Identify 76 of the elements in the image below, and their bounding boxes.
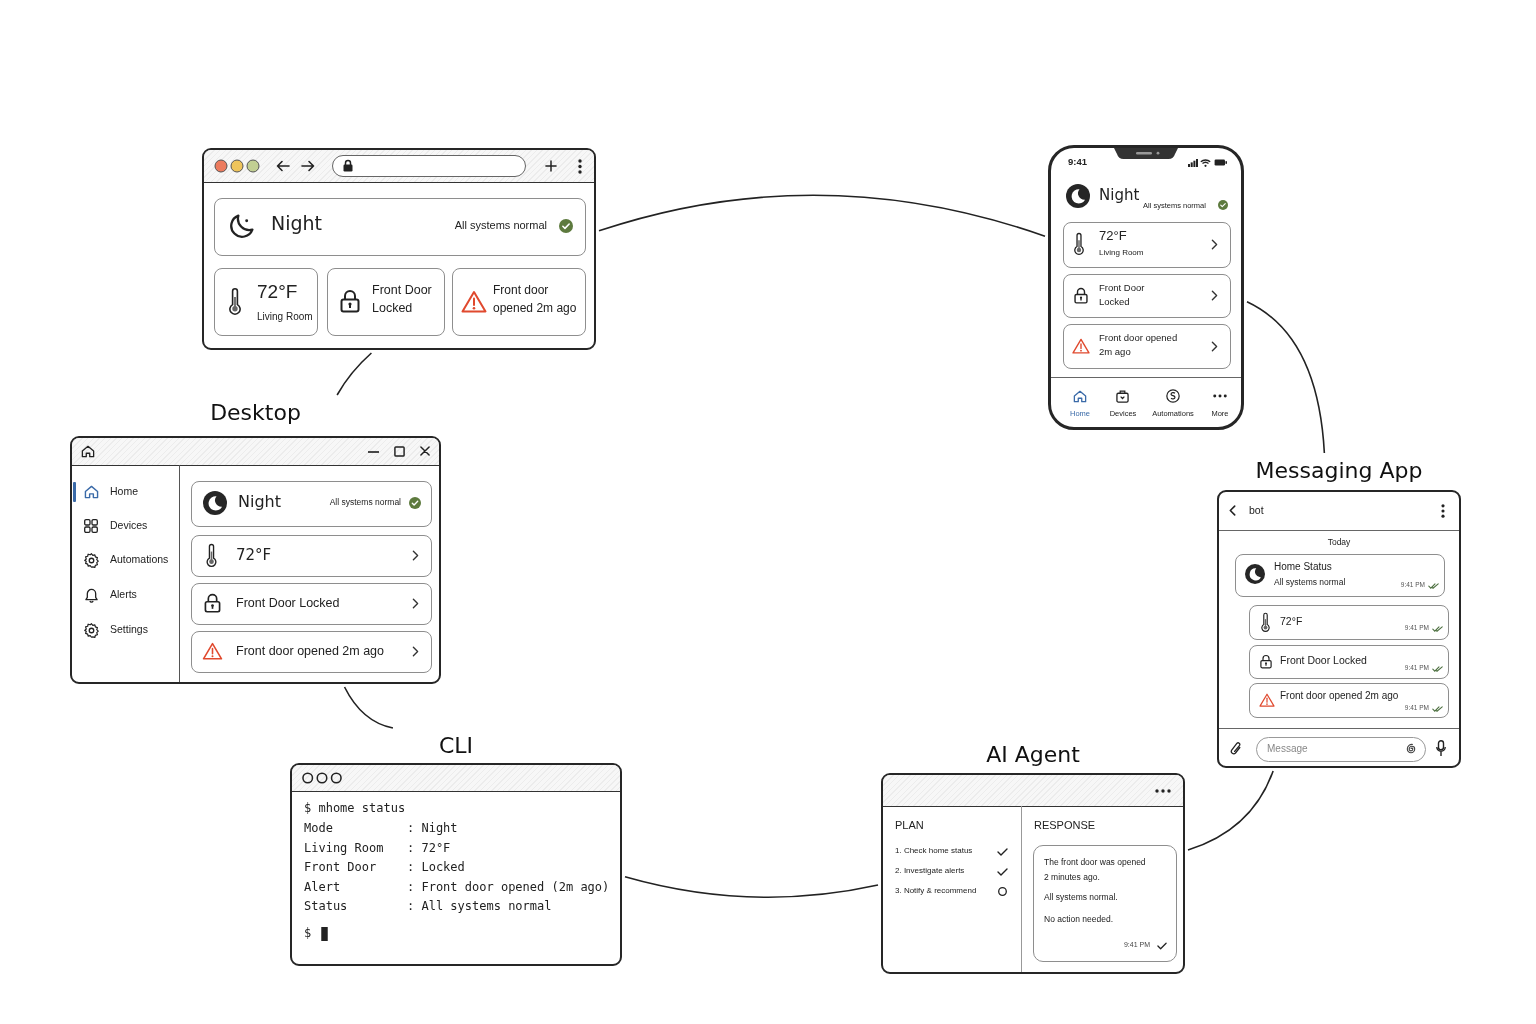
connector-line [343, 686, 394, 729]
mode-title: Night [1099, 186, 1140, 204]
nav-label: Home [110, 485, 138, 498]
output-value: : 72°F [407, 840, 451, 855]
nav-label: Devices [110, 519, 148, 532]
connector-line [624, 875, 879, 898]
message-text: 72°F [1280, 615, 1303, 628]
section-heading: AI Agent [986, 742, 1080, 769]
nav-label: Settings [110, 623, 148, 636]
alert-card [1063, 324, 1231, 369]
status-card [191, 481, 432, 527]
alert-card [452, 268, 586, 336]
info-card [191, 583, 432, 625]
message-text: All systems normal [1274, 577, 1346, 588]
alert-card [191, 631, 432, 673]
info-card [327, 268, 445, 336]
output-value: : Night [407, 821, 458, 836]
message-bubble [1249, 683, 1449, 718]
location-text: Living Room [1099, 248, 1144, 258]
section-heading: Desktop [210, 400, 301, 427]
temperature-text: 72°F [257, 281, 298, 304]
temperature-text: 72°F [236, 546, 272, 564]
device-status-text: Front Door Locked [236, 596, 340, 611]
message-bubble [1249, 605, 1449, 640]
info-card [191, 535, 432, 577]
output-value: : Front door opened (2m ago) [407, 879, 610, 894]
subtitle-text: bot [1249, 504, 1264, 517]
response-card [1033, 845, 1177, 962]
message-bubble [1249, 645, 1449, 679]
message-bubble [1235, 554, 1445, 597]
alert-text: Front door opened 2m ago [1099, 331, 1179, 359]
prompt-text: $ [304, 926, 312, 941]
info-card [1063, 222, 1231, 268]
status-text: All systems normal [454, 219, 547, 233]
alert-text: Front door opened 2m ago [493, 282, 578, 317]
temperature-text: 72°F [1099, 228, 1127, 244]
connector-line [1187, 770, 1274, 851]
message-text: Front door opened 2m ago [1280, 690, 1399, 702]
mode-title: Night [238, 492, 281, 512]
plan-step: 1. Check home status [895, 846, 973, 856]
status-text: All systems normal [329, 497, 401, 508]
response-text: All systems normal. [1044, 892, 1118, 903]
section-heading: CLI [438, 733, 474, 760]
alert-text: Front door opened 2m ago [236, 644, 385, 659]
connector-line [336, 352, 373, 396]
section-label: PLAN [895, 819, 924, 833]
connector-line [598, 194, 1046, 237]
nav-label: Alerts [110, 588, 137, 601]
plan-step: 2. Investigate alerts [895, 866, 965, 876]
response-text: The front door was opened 2 minutes ago. [1044, 856, 1147, 884]
mode-title: Night [271, 212, 323, 235]
output-key: Living Room [304, 840, 384, 855]
info-card [1063, 274, 1231, 318]
section-heading: Messaging App [1255, 458, 1423, 485]
output-key: Front Door [304, 860, 377, 875]
response-text: No action needed. [1044, 914, 1113, 925]
device-status-text: Front Door Locked [372, 282, 433, 317]
output-key: Mode [304, 821, 333, 836]
message-title: Home Status [1274, 561, 1332, 573]
message-input: Message [1256, 737, 1426, 762]
connector-line [1246, 300, 1326, 454]
message-text: Front Door Locked [1280, 654, 1367, 667]
device-status-text: Front Door Locked [1099, 281, 1146, 309]
output-value: : Locked [407, 860, 465, 875]
output-key: Status [304, 899, 348, 914]
command-text: $ mhome status [304, 801, 406, 816]
clock-text: 9:41 [1068, 156, 1087, 168]
info-card [214, 268, 318, 336]
status-card [214, 198, 586, 256]
section-label: RESPONSE [1034, 819, 1096, 833]
location-text: Living Room [257, 311, 313, 323]
output-value: : All systems normal [407, 899, 552, 914]
plan-step: 3. Notify & recommend [895, 886, 977, 896]
output-key: Alert [304, 879, 341, 894]
date-divider: Today [1327, 537, 1351, 548]
nav-label: Automations [110, 553, 169, 566]
